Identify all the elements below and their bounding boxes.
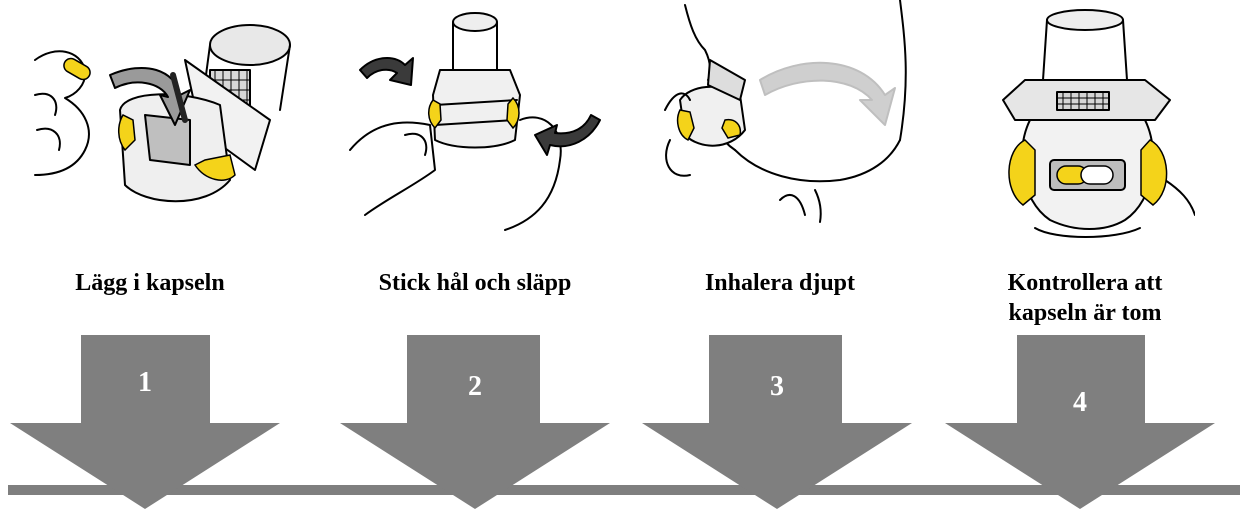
step-2-number: 2 (340, 371, 610, 403)
step-1-arrow: 1 (10, 335, 280, 509)
step-3-label: Inhalera djupt (640, 268, 920, 298)
inhale-illustration (650, 0, 930, 225)
step-4-label: Kontrollera att kapseln är tom (945, 268, 1225, 328)
step-2-arrow: 2 (340, 335, 610, 509)
down-arrow-icon (642, 335, 912, 509)
check-capsule-illustration (995, 0, 1195, 240)
down-arrow-icon (340, 335, 610, 509)
step-1-number: 1 (10, 367, 280, 399)
pierce-capsule-illustration (345, 0, 625, 235)
step-3-number: 3 (642, 371, 912, 403)
step-4-arrow: 4 (945, 335, 1215, 509)
down-arrow-icon (10, 335, 280, 509)
down-arrow-icon (945, 335, 1215, 509)
step-1-label: Lägg i kapseln (10, 268, 290, 298)
step-2-label: Stick hål och släpp (335, 268, 615, 298)
step-4-number: 4 (945, 387, 1215, 419)
step-3-arrow: 3 (642, 335, 912, 509)
insert-capsule-illustration (25, 0, 305, 215)
